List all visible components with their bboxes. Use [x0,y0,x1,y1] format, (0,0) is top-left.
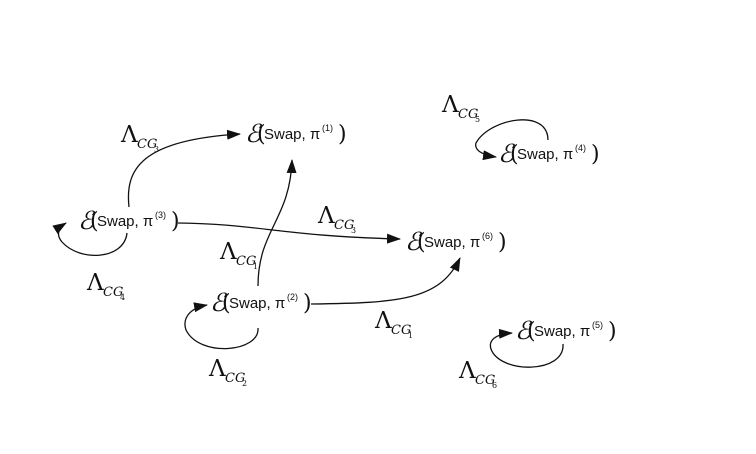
lambda-sub-subscript: 5 [475,115,480,124]
open-paren: ( [417,230,426,255]
edge-n2-self-loop [184,302,259,350]
node-n3: ℰ ( Swap, π (3) ) [78,206,180,235]
close-paren: ) [591,142,600,167]
lambda-subscript: CG [334,218,354,233]
close-paren: ) [303,291,312,316]
lambda-symbol: Λ [120,122,138,148]
lambda-subscript: CG [475,373,495,388]
lambda-symbol: Λ [374,308,392,334]
edge-label-e2: Λ CG 3 [317,203,356,235]
open-paren: ( [257,122,266,147]
node-script-letter: ℰ [78,206,96,235]
lambda-symbol: Λ [219,239,237,265]
node-script-letter: ℰ [498,139,516,168]
close-paren: ) [171,209,180,234]
node-superscript: (2) [287,292,298,302]
lambda-subscript: CG [225,371,245,386]
node-superscript: (6) [482,231,493,241]
edge-n2-to-n6 [310,257,461,305]
edge-n3-to-n1 [127,129,241,208]
node-superscript: (1) [322,123,333,133]
node-superscript: (5) [592,320,603,330]
node-n5: ℰ ( Swap, π (5) ) [515,316,617,345]
lambda-sub-subscript: 3 [351,226,356,235]
lambda-sub-subscript: 4 [120,293,125,302]
lambda-sub-subscript: 3 [154,145,159,154]
node-n1: ℰ ( Swap, π (1) ) [245,119,347,148]
edge-n2-to-n1 [257,159,297,287]
edge-label-e1: Λ CG 3 [120,122,159,154]
node-script-letter: ℰ [210,288,228,317]
edge-n3-self-loop [52,222,128,256]
edge-label-e8: Λ CG 6 [458,358,497,390]
edge-n3-to-n6 [177,222,401,244]
node-n4: ℰ ( Swap, π (4) ) [498,139,600,168]
close-paren: ) [498,230,507,255]
node-script-letter: ℰ [515,316,533,345]
lambda-symbol: Λ [86,270,104,296]
lambda-symbol: Λ [441,92,459,118]
edge-n4-self-loop [475,119,549,161]
lambda-symbol: Λ [208,356,226,382]
edge-label-e4: Λ CG 1 [219,239,258,271]
node-n2: ℰ ( Swap, π (2) ) [210,288,312,317]
open-paren: ( [90,209,99,234]
node-superscript: (3) [155,210,166,220]
open-paren: ( [527,319,536,344]
lambda-subscript: CG [103,285,123,300]
node-n6: ℰ ( Swap, π (6) ) [405,227,507,256]
lambda-symbol: Λ [317,203,335,229]
node-superscript: (4) [575,143,586,153]
node-function-label: Swap, π [97,213,153,230]
node-function-label: Swap, π [534,323,590,340]
lambda-subscript: CG [391,323,411,338]
edge-n5-self-loop [489,328,564,368]
lambda-subscript: CG [458,107,478,122]
lambda-sub-subscript: 1 [253,262,258,271]
lambda-subscript: CG [236,254,256,269]
close-paren: ) [338,122,347,147]
node-function-label: Swap, π [424,234,480,251]
node-function-label: Swap, π [264,126,320,143]
lambda-sub-subscript: 1 [408,331,413,340]
lambda-sub-subscript: 2 [242,379,247,388]
lambda-symbol: Λ [458,358,476,384]
close-paren: ) [608,319,617,344]
edge-label-e3: Λ CG 4 [86,270,125,302]
edge-label-e7: Λ CG 5 [441,92,480,124]
node-script-letter: ℰ [245,119,263,148]
edge-label-e6: Λ CG 2 [208,356,247,388]
node-function-label: Swap, π [517,146,573,163]
edge-label-e5: Λ CG 1 [374,308,413,340]
open-paren: ( [510,142,519,167]
lambda-sub-subscript: 6 [492,381,497,390]
lambda-subscript: CG [137,137,157,152]
node-function-label: Swap, π [229,295,285,312]
open-paren: ( [222,291,231,316]
node-script-letter: ℰ [405,227,423,256]
